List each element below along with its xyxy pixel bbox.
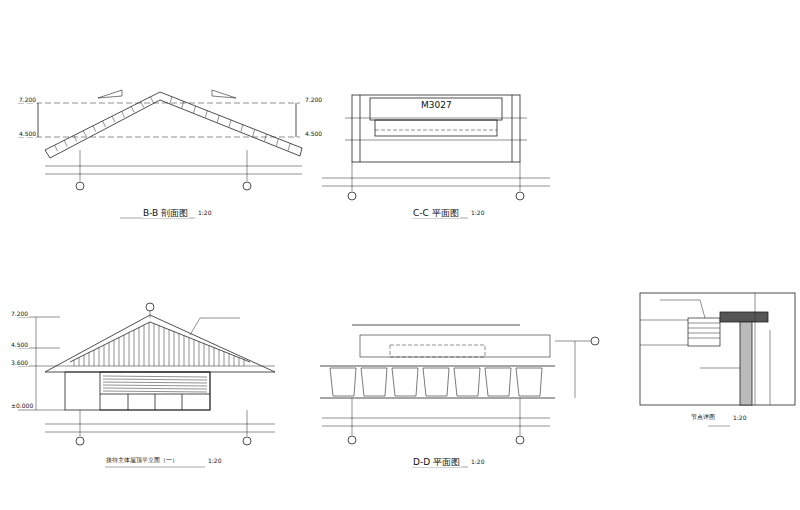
gable-stripe xyxy=(204,344,205,366)
tile-tick xyxy=(141,102,144,108)
level-mark: 7.200 xyxy=(304,97,323,103)
gable-stripe xyxy=(179,334,180,366)
level-mark: 4.500 xyxy=(18,131,37,137)
gable-stripe xyxy=(84,355,85,366)
louver-slat xyxy=(103,379,207,380)
gable-stripe xyxy=(184,336,185,366)
tile-tick xyxy=(182,101,184,108)
tile-tick xyxy=(74,136,77,142)
gable-stripe xyxy=(199,342,200,366)
window-panel xyxy=(392,368,418,396)
gable-stripe xyxy=(144,325,145,366)
gable-stripe xyxy=(149,323,150,367)
louver-slat xyxy=(103,388,207,389)
tile-tick xyxy=(253,129,255,136)
view-caption: B-B 剖面图 xyxy=(142,209,189,218)
scale-note: 1:20 xyxy=(197,210,212,216)
tile-tick xyxy=(265,134,267,141)
window-panel xyxy=(516,368,542,396)
tile-tick xyxy=(229,120,231,127)
level-mark: 3.600 xyxy=(10,360,29,366)
gable-stripe xyxy=(164,328,165,366)
gable-stripe xyxy=(194,340,195,366)
scale-note: 1:20 xyxy=(470,459,485,465)
window-panel xyxy=(423,368,449,396)
gable-stripe xyxy=(214,348,215,366)
tile-tick xyxy=(55,145,58,151)
gable-stripe xyxy=(94,350,95,366)
detail-view xyxy=(640,293,795,426)
level-mark: 7.200 xyxy=(10,311,29,317)
louver-slat xyxy=(103,376,207,377)
view-caption: C-C 平面图 xyxy=(412,209,460,218)
gable-stripe xyxy=(244,360,245,366)
tile-tick xyxy=(122,111,125,117)
gable-stripe xyxy=(189,338,190,366)
gable-stripe xyxy=(209,346,210,366)
scale-note: 1:20 xyxy=(470,210,485,216)
gable-stripe xyxy=(129,333,130,367)
tile-tick xyxy=(276,139,278,146)
scale-note: 1:20 xyxy=(207,458,222,464)
view-caption: 接待主体屋顶平立面（一） xyxy=(105,457,179,463)
gable-stripe xyxy=(109,343,110,367)
tile-tick xyxy=(93,126,96,132)
gable-stripe xyxy=(159,326,160,366)
tile-tick xyxy=(103,121,106,127)
gable-stripe xyxy=(79,358,80,367)
louver-slat xyxy=(103,382,207,383)
tile-tick xyxy=(205,111,207,118)
gable-stripe xyxy=(74,360,75,366)
gable-stripe xyxy=(104,345,105,366)
plan-view-dd xyxy=(320,325,599,467)
elevation-view xyxy=(18,303,275,467)
louver-slat xyxy=(103,385,207,386)
gable-stripe xyxy=(124,335,125,366)
window-panel xyxy=(361,368,387,396)
gable-stripe xyxy=(229,354,230,366)
view-caption: D-D 平面图 xyxy=(412,458,461,467)
gable-stripe xyxy=(224,352,225,366)
gable-stripe xyxy=(119,338,120,367)
level-mark: ±0.000 xyxy=(10,403,34,409)
tile-tick xyxy=(217,115,219,122)
gable-stripe xyxy=(139,328,140,367)
tile-tick xyxy=(194,106,196,113)
level-mark: 4.500 xyxy=(304,131,323,137)
view-caption: 节点详图 xyxy=(690,414,716,420)
scale-note: 1:20 xyxy=(732,415,747,421)
window-panel xyxy=(485,368,511,396)
gable-stripe xyxy=(219,350,220,366)
gable-stripe xyxy=(154,324,155,366)
tile-tick xyxy=(131,107,134,113)
plan-view-cc xyxy=(322,95,550,218)
tile-tick xyxy=(170,97,172,104)
gable-stripe xyxy=(234,356,235,366)
tile-tick xyxy=(150,97,153,103)
window-panel xyxy=(330,368,356,396)
tile-tick xyxy=(241,125,243,132)
gable-stripe xyxy=(174,332,175,366)
tile-tick xyxy=(288,143,290,150)
gable-stripe xyxy=(114,340,115,366)
roof-section xyxy=(18,90,302,218)
tile-tick xyxy=(83,131,86,137)
louver-slat xyxy=(103,391,207,392)
view-caption: M3027 xyxy=(420,101,453,110)
tile-tick xyxy=(64,140,67,146)
gable-stripe xyxy=(89,353,90,367)
gable-stripe xyxy=(134,330,135,366)
gable-stripe xyxy=(239,358,240,366)
level-mark: 7.200 xyxy=(18,97,37,103)
gable-stripe xyxy=(169,330,170,366)
window-panel xyxy=(454,368,480,396)
level-mark: 4.500 xyxy=(10,342,29,348)
gable-stripe xyxy=(99,348,100,367)
tile-tick xyxy=(112,116,115,122)
